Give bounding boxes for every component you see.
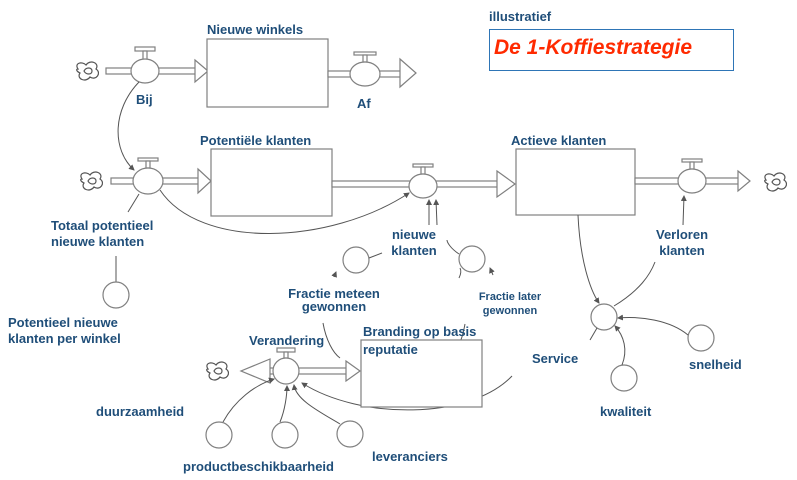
aux-service[interactable] xyxy=(590,303,618,331)
aux-kwaliteit[interactable] xyxy=(610,364,638,392)
illustrative-label: illustratief xyxy=(489,9,552,24)
label-kwaliteit: kwaliteit xyxy=(600,404,652,419)
connector-snelheid-service xyxy=(617,314,689,336)
aux-leveranciers[interactable] xyxy=(336,420,364,448)
valve-totaal-potentieel[interactable] xyxy=(132,157,164,195)
label-branding-2: reputatie xyxy=(363,342,418,357)
label-fractie-later: Fractie later gewonnen xyxy=(478,291,542,317)
connector-service-to-verandering xyxy=(301,375,513,411)
stock-branding[interactable] xyxy=(360,339,483,408)
connector-bij-to-totaal xyxy=(117,81,140,171)
valve-nieuwe-klanten[interactable] xyxy=(408,163,438,199)
label-potentiele-klanten: Potentiële klanten xyxy=(200,133,312,148)
label-verloren-klanten: Verloren klanten xyxy=(655,227,709,258)
aux-fractie-later[interactable] xyxy=(458,245,486,273)
connector-line xyxy=(127,193,140,213)
connector-duurzaamheid xyxy=(222,377,275,423)
label-af: Af xyxy=(357,96,371,111)
stock-actieve-klanten[interactable] xyxy=(515,148,636,216)
sink-cloud-icon xyxy=(764,172,788,192)
connector-kwaliteit-service xyxy=(614,325,626,366)
connector-line xyxy=(322,322,341,359)
flow-pipe-verandering xyxy=(239,358,362,384)
label-service: Service xyxy=(532,351,579,366)
aux-productbeschikbaarheid[interactable] xyxy=(271,421,299,449)
label-leveranciers: leveranciers xyxy=(372,449,448,464)
label-verandering: Verandering xyxy=(249,333,325,348)
valve-af[interactable] xyxy=(349,51,381,87)
label-actieve-klanten: Actieve klanten xyxy=(511,133,607,148)
label-nieuwe-klanten: nieuwe klanten xyxy=(391,227,437,258)
source-cloud-icon xyxy=(80,171,104,191)
label-snelheid: snelheid xyxy=(689,357,742,372)
connector-line xyxy=(589,327,598,341)
label-totaal-potentieel: Totaal potentieel nieuwe klanten xyxy=(51,218,154,249)
stock-potentiele-klanten[interactable] xyxy=(210,148,333,217)
label-productbeschikbaarheid: productbeschikbaarheid xyxy=(183,459,334,474)
aux-potentieel-per-winkel[interactable] xyxy=(102,281,130,309)
source-cloud-icon xyxy=(76,61,100,81)
connector-to-verloren xyxy=(680,195,687,226)
connector-line xyxy=(368,252,383,259)
connector-verloren-service xyxy=(613,261,656,307)
connector-totaal-to-nieuwe-klanten xyxy=(159,189,410,234)
label-bij: Bij xyxy=(136,92,153,107)
connector-line xyxy=(331,271,337,278)
label-branding-1: Branding op basis xyxy=(363,324,477,339)
diagram-title: De 1-Koffiestrategie xyxy=(494,36,693,59)
valve-bij[interactable] xyxy=(130,46,160,84)
aux-fractie-meteen[interactable] xyxy=(342,246,370,274)
stock-nieuwe-winkels[interactable] xyxy=(206,38,329,108)
connector-to-nieuwe-klanten xyxy=(433,199,440,226)
connector-line xyxy=(458,267,462,279)
aux-snelheid[interactable] xyxy=(687,324,715,352)
sink-cloud-icon xyxy=(206,361,230,381)
connector-productbeschikbaarheid xyxy=(279,385,290,423)
label-nieuwe-winkels: Nieuwe winkels xyxy=(207,22,304,37)
valve-verloren-klanten[interactable] xyxy=(677,158,707,194)
connector-actieve-to-service xyxy=(577,214,600,304)
valve-verandering[interactable] xyxy=(272,347,300,385)
connector-line xyxy=(489,267,495,276)
label-potentieel-per-winkel: Potentieel nieuwe klanten per winkel xyxy=(8,315,121,346)
connector-leveranciers xyxy=(291,384,341,425)
label-fractie-meteen: Fractie meteen gewonnen xyxy=(288,286,380,314)
aux-duurzaamheid[interactable] xyxy=(205,421,233,449)
connector-line xyxy=(446,239,460,255)
label-duurzaamheid: duurzaamheid xyxy=(96,404,185,419)
title-box: De 1-Koffiestrategie xyxy=(489,29,734,71)
